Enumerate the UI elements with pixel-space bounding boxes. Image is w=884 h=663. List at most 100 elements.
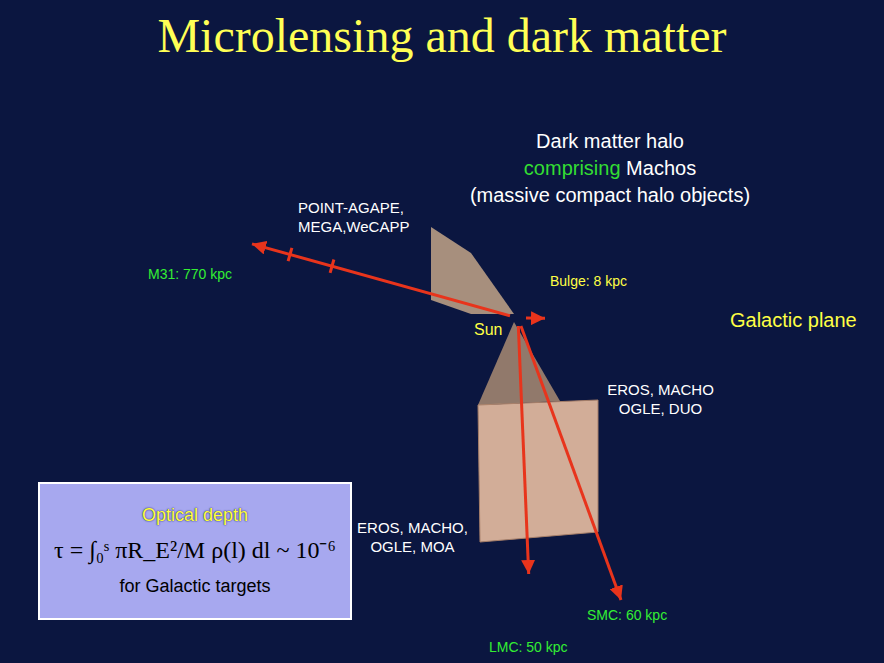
nebula-patch: [15, 50, 205, 170]
star: [610, 320, 612, 322]
sun-marker-shape: [510, 310, 526, 326]
image-ground: [483, 574, 578, 660]
star: [594, 317, 596, 319]
sun-label: Sun: [474, 320, 502, 340]
star: [624, 652, 626, 654]
star: [627, 335, 628, 336]
bulge-image-shape: [545, 292, 655, 346]
star: [175, 252, 177, 254]
star: [581, 319, 583, 321]
star: [247, 216, 249, 218]
star: [569, 618, 570, 619]
star: [566, 300, 568, 302]
star: [670, 603, 671, 604]
caption-word: matter: [584, 130, 641, 152]
plane-label: Galactic plane: [730, 308, 857, 332]
star: [573, 300, 575, 302]
star: [186, 225, 187, 226]
star: [636, 320, 638, 322]
star: [556, 344, 558, 346]
star: [636, 338, 638, 340]
star: [234, 220, 236, 222]
star: [650, 343, 652, 345]
caption-word: (massive: [470, 184, 550, 206]
star: [630, 338, 632, 340]
star: [607, 305, 609, 307]
star: [633, 308, 634, 309]
galaxy-cloud: [612, 625, 674, 657]
star: [557, 341, 558, 342]
caption-word: halo: [637, 184, 675, 206]
survey-plane: [478, 400, 598, 542]
star: [586, 317, 588, 319]
galaxy-disc: [147, 200, 250, 258]
star: [604, 297, 606, 299]
star: [187, 222, 188, 223]
star: [558, 587, 560, 589]
star: [632, 627, 634, 629]
image-ground: [581, 600, 684, 663]
distance-label: M31: 770 kpc: [148, 265, 232, 283]
star: [187, 199, 189, 201]
star: [219, 234, 221, 236]
star: [546, 332, 547, 333]
star: [543, 630, 545, 632]
star: [220, 234, 222, 236]
star: [515, 631, 517, 633]
star: [647, 648, 649, 650]
star: [639, 342, 640, 343]
star: [182, 201, 183, 202]
star: [214, 237, 216, 239]
diagram-title: Microlensing and dark matter: [0, 8, 884, 64]
star: [163, 245, 165, 247]
plane-disc: [195, 264, 884, 376]
star: [666, 654, 668, 656]
sightline-arrow: [518, 326, 528, 574]
star: [596, 329, 598, 331]
survey-label: POINT-AGAPE, MEGA,WeCAPP: [298, 198, 423, 236]
star: [148, 199, 149, 200]
star: [649, 292, 651, 294]
sightline-arrow: [252, 244, 510, 316]
star: [187, 209, 189, 211]
star: [202, 223, 204, 225]
caption-word: compact: [556, 184, 632, 206]
caption-word: Dark: [536, 130, 578, 152]
star: [611, 603, 612, 604]
star: [566, 305, 568, 307]
star: [677, 601, 679, 603]
star: [585, 342, 587, 344]
sightline-arrow: [526, 317, 545, 320]
star: [605, 340, 607, 342]
star: [581, 618, 583, 620]
star: [645, 325, 647, 327]
star: [522, 597, 524, 599]
star: [148, 252, 149, 253]
star: [247, 241, 248, 242]
star: [681, 625, 683, 627]
star: [239, 254, 241, 256]
star: [503, 624, 505, 626]
star: [550, 314, 552, 316]
star: [638, 316, 639, 317]
dust-lane: [551, 320, 650, 324]
survey-plane: [431, 227, 514, 314]
star: [626, 310, 628, 312]
star: [152, 250, 154, 252]
galaxy-image-shape: [145, 198, 252, 260]
formula-heading: Optical depth: [142, 504, 248, 526]
star: [241, 206, 242, 207]
formula-box: Optical depth τ = ∫₀ˢ πR_E²/M ρ(l) dl ~ 1…: [38, 482, 352, 620]
star: [565, 328, 567, 330]
star: [565, 334, 567, 336]
star: [602, 306, 604, 308]
star: [546, 595, 548, 597]
star: [610, 318, 612, 320]
star: [586, 634, 588, 636]
formula: τ = ∫₀ˢ πR_E²/M ρ(l) dl ~ 10⁻⁶: [54, 535, 336, 565]
star: [616, 295, 618, 297]
star: [553, 291, 555, 293]
star: [613, 600, 615, 602]
star: [595, 646, 596, 647]
caption-word: Machos: [626, 157, 696, 179]
